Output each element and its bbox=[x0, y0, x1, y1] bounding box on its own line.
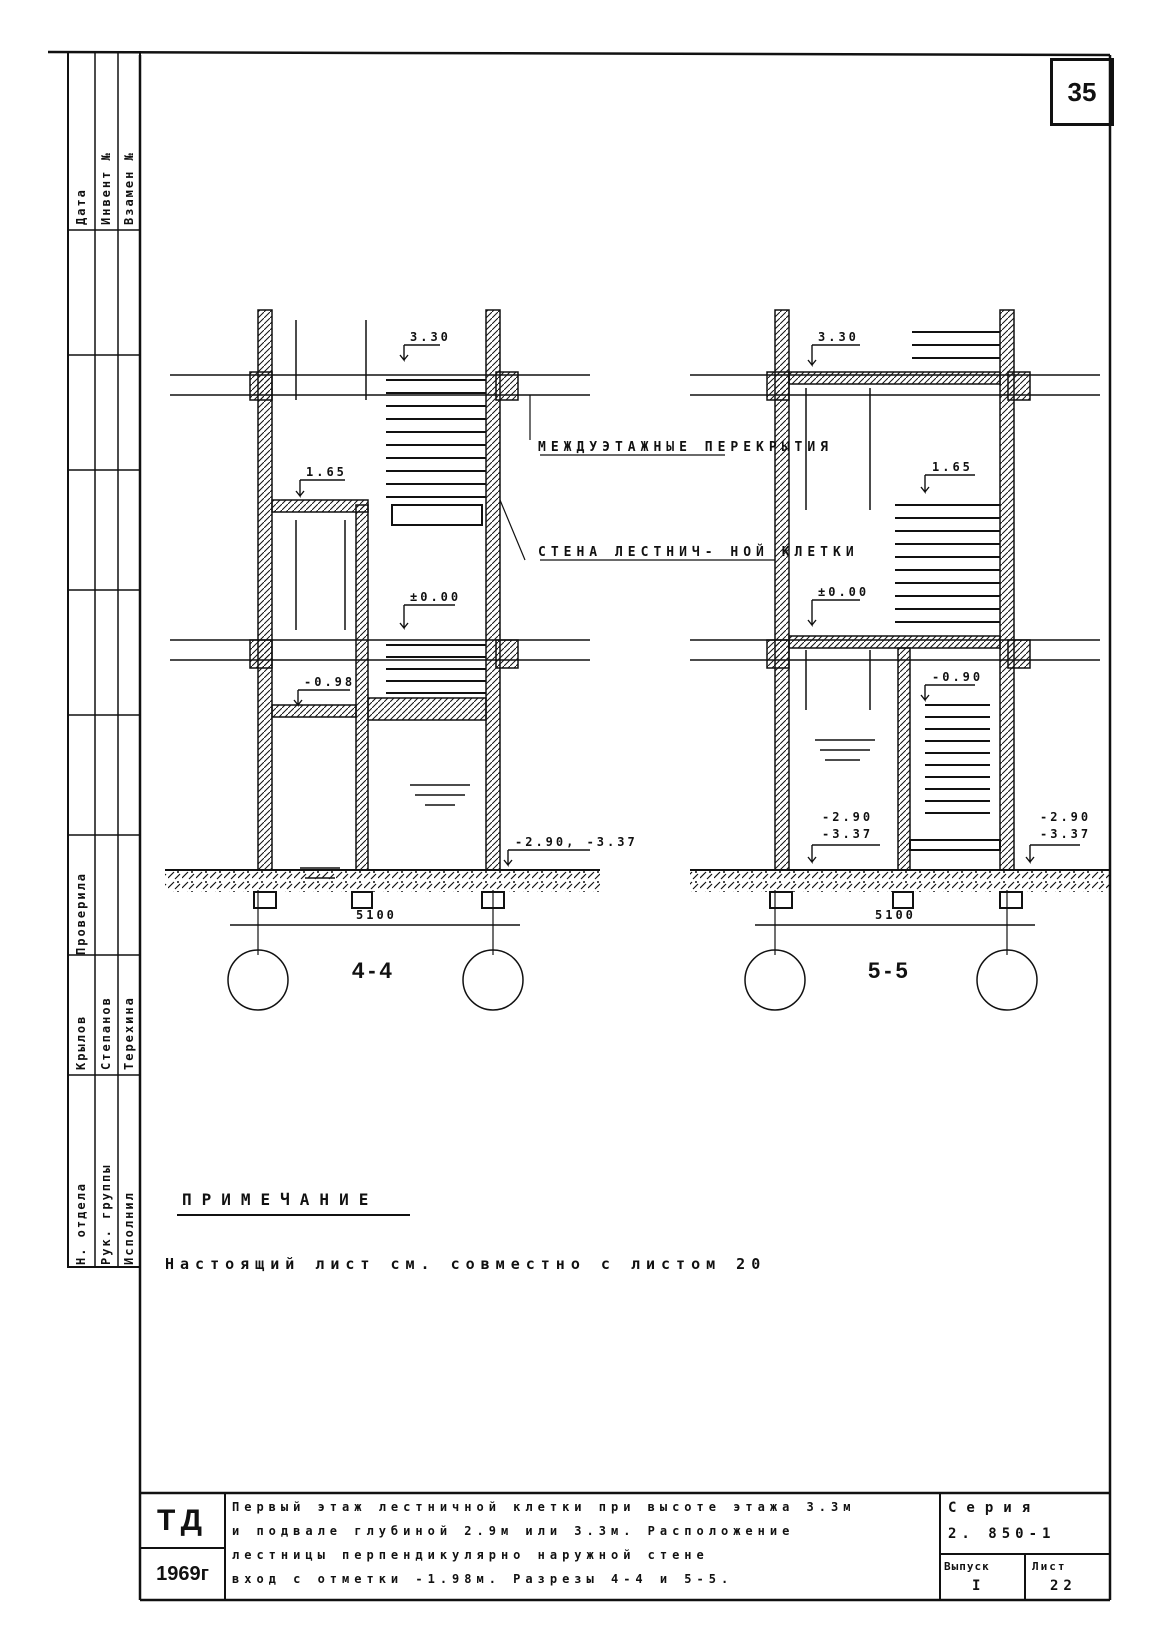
dim-b: 5100 bbox=[875, 908, 916, 922]
stamp-check: Проверила bbox=[74, 871, 88, 955]
stamp-role-executor: Исполнил bbox=[122, 1191, 136, 1265]
note-text: Настоящий лист см. совместно с листом 20 bbox=[165, 1255, 767, 1273]
stamp-role-head: Н. отдела bbox=[74, 1181, 88, 1265]
issue-label: Выпуск bbox=[944, 1560, 990, 1573]
title-desc-2: и подвале глубиной 2.9м или 3.3м. Распол… bbox=[232, 1524, 795, 1538]
sheet-value: 22 bbox=[1050, 1578, 1077, 1594]
elev-a-5: -2.90, -3.37 bbox=[515, 835, 638, 849]
series-label: Серия bbox=[948, 1500, 1041, 1516]
elev-a-4: -0.98 bbox=[304, 675, 356, 689]
label-stair-wall: СТЕНА ЛЕСТНИЧ- НОЙ КЛЕТКИ bbox=[538, 545, 859, 560]
title-org: ТД bbox=[157, 1503, 208, 1537]
elev-b-4: -0.90 bbox=[932, 670, 984, 684]
elev-b-8: -3.37 bbox=[1040, 827, 1092, 841]
stamp-name-2: Степанов bbox=[99, 996, 113, 1070]
stamp-name-1: Крылов bbox=[74, 1014, 88, 1070]
sheet-label: Лист bbox=[1032, 1560, 1067, 1573]
stamp-inventory-col: Инвент № bbox=[99, 151, 113, 225]
dim-a: 5100 bbox=[356, 908, 397, 922]
elev-b-2: 1.65 bbox=[932, 460, 973, 474]
sheet-number-box: 35 bbox=[1050, 58, 1114, 126]
issue-value: I bbox=[972, 1578, 986, 1594]
label-floor-slabs: МЕЖДУЭТАЖНЫЕ ПЕРЕКРЫТИЯ bbox=[538, 440, 834, 455]
elev-b-7: -2.90 bbox=[1040, 810, 1092, 824]
sheet-number: 35 bbox=[1067, 76, 1097, 107]
series-value: 2. 850-1 bbox=[948, 1526, 1056, 1542]
elev-b-3: ±0.00 bbox=[818, 585, 870, 599]
elev-b-6: -3.37 bbox=[822, 827, 874, 841]
stamp-date-col: Дата bbox=[74, 188, 88, 225]
elev-a-2: 1.65 bbox=[306, 465, 347, 479]
title-desc-3: лестницы перпендикулярно наружной стене bbox=[232, 1548, 709, 1562]
elev-b-5: -2.90 bbox=[822, 810, 874, 824]
stamp-role-group: Рук. группы bbox=[99, 1163, 113, 1265]
title-desc-1: Первый этаж лестничной клетки при высоте… bbox=[232, 1500, 856, 1514]
section-title-a: 4-4 bbox=[352, 958, 396, 983]
note-heading: ПРИМЕЧАНИЕ bbox=[182, 1190, 379, 1209]
elev-b-1: 3.30 bbox=[818, 330, 859, 344]
section-title-b: 5-5 bbox=[868, 958, 912, 983]
elev-a-3: ±0.00 bbox=[410, 590, 462, 604]
title-desc-4: вход с отметки -1.98м. Разрезы 4-4 и 5-5… bbox=[232, 1572, 734, 1586]
stamp-name-3: Терехина bbox=[122, 996, 136, 1070]
stamp-replaces-col: Взамен № bbox=[122, 151, 136, 225]
title-year: 1969г bbox=[156, 1562, 209, 1585]
elev-a-1: 3.30 bbox=[410, 330, 451, 344]
